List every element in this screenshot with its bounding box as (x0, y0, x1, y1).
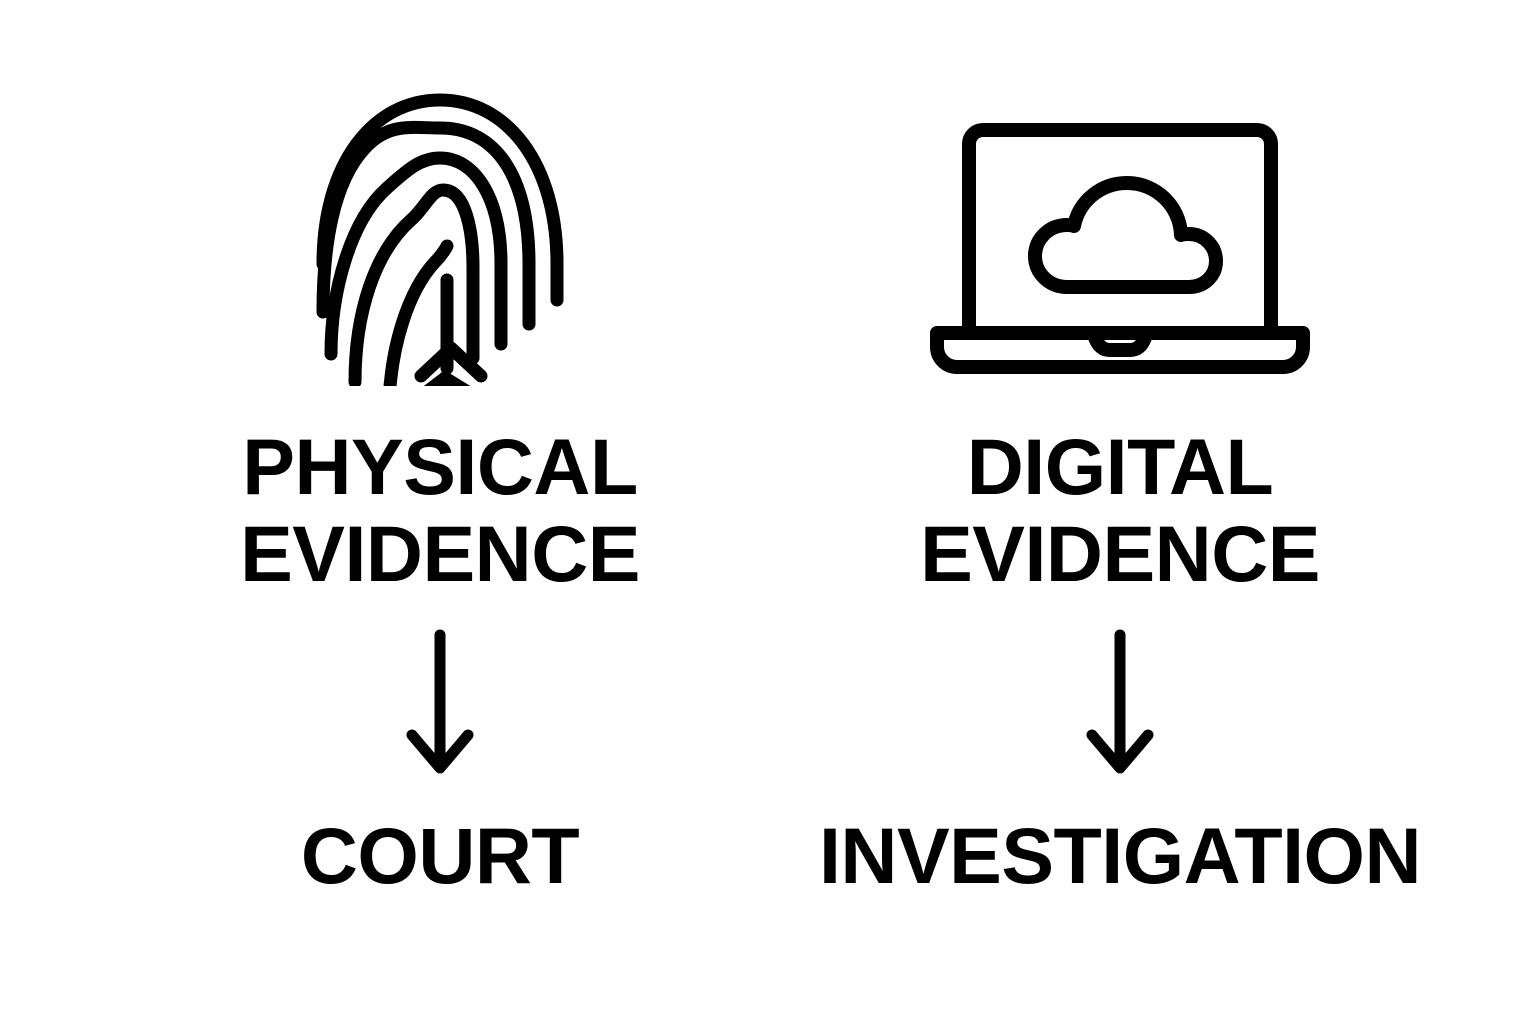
fingerprint-icon (120, 86, 760, 386)
laptop-cloud-icon (800, 110, 1440, 386)
source-label-physical-line2: EVIDENCE (240, 508, 640, 598)
flow-column-physical: PHYSICAL EVIDENCE COURT (120, 0, 760, 1024)
source-label-physical: PHYSICAL EVIDENCE (120, 422, 760, 598)
arrow-physical-to-court (120, 628, 760, 783)
cloud-glyph (1028, 176, 1223, 294)
source-label-physical-line1: PHYSICAL (242, 422, 638, 511)
arrow-digital-to-investigation (800, 628, 1440, 783)
destination-label-court: COURT (300, 811, 580, 900)
flow-column-digital: DIGITAL EVIDENCE INVESTIGATION (800, 0, 1440, 1024)
source-label-digital-line2: EVIDENCE (920, 508, 1320, 598)
source-label-digital: DIGITAL EVIDENCE (800, 422, 1440, 598)
source-label-digital-line1: DIGITAL (966, 422, 1274, 511)
destination-label-investigation: INVESTIGATION (818, 811, 1422, 900)
